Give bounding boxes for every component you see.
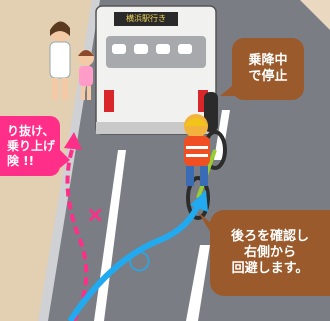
callout-warn-pointer xyxy=(60,150,70,168)
safe-arrowhead xyxy=(190,190,208,212)
lane-line-right-lower xyxy=(186,245,210,321)
bus-destination-sign xyxy=(114,12,178,26)
pedestrian-woman xyxy=(49,21,71,100)
pedestrian-child xyxy=(78,50,94,100)
danger-path xyxy=(65,149,89,321)
safe-path xyxy=(67,198,203,321)
bus-stopped-callout: 乗降中 で停止 xyxy=(232,38,304,100)
overtake-danger-callout: り抜け、 乗り上げ 険 !! xyxy=(0,116,60,176)
check-behind-callout: 後ろを確認し 右側から 回避します。 xyxy=(210,210,330,296)
bus xyxy=(95,5,218,135)
correct-mark: ○ xyxy=(128,245,151,275)
bus-destination-text: 横浜駅行き xyxy=(126,14,166,23)
cyclist xyxy=(184,114,227,220)
wrong-mark: × xyxy=(86,203,104,228)
danger-arrowhead xyxy=(64,132,82,150)
